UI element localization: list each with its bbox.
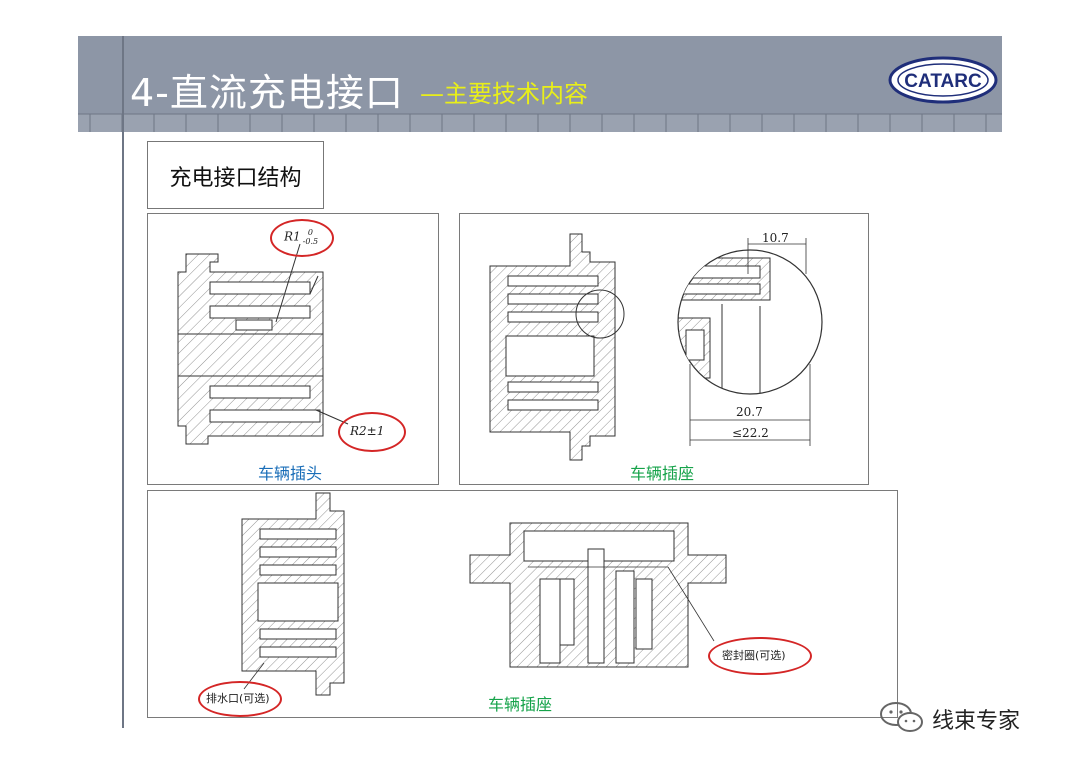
header-divider <box>122 36 124 728</box>
section-label: 充电接口结构 <box>169 166 302 191</box>
seal-highlight <box>708 637 812 675</box>
plug-caption: 车辆插头 <box>258 464 323 483</box>
slide-subtitle: —主要技术内容 <box>420 80 588 108</box>
section-label-box: 充电接口结构 <box>147 141 324 209</box>
slide-header <box>78 36 1002 132</box>
drain-label: 排水口(可选) <box>206 692 270 705</box>
dim-20-7: 20.7 <box>736 405 763 419</box>
socket-panel: 10.7 20.7 ≤22.2 车辆插座 <box>459 213 869 485</box>
header-tick-strip <box>78 113 1002 132</box>
dim-22-2: ≤22.2 <box>732 426 769 440</box>
dim-10-7: 10.7 <box>762 231 789 245</box>
socket-drawing <box>489 233 823 461</box>
watermark-text: 线束专家 <box>932 709 1021 734</box>
socket-bottom-panel: 排水口(可选) 密封圈(可选) 车辆插座 <box>147 490 898 718</box>
seal-label: 密封圈(可选) <box>722 649 786 662</box>
socket-bottom-drawing <box>241 492 727 696</box>
drain-highlight <box>198 681 282 717</box>
radius1-highlight <box>270 219 334 257</box>
plug-drawing <box>177 243 349 445</box>
wechat-watermark <box>878 700 1058 734</box>
slide-title: 4-直流充电接口 <box>130 71 404 115</box>
radius2-highlight <box>338 412 406 452</box>
radius2-annotation: R2±1 <box>350 424 385 438</box>
svg-text:CATARC: CATARC <box>904 71 982 92</box>
socket-bottom-caption: 车辆插座 <box>488 695 553 714</box>
socket-caption: 车辆插座 <box>630 464 695 483</box>
wechat-icon <box>880 702 923 732</box>
catarc-logo: CATARC <box>888 56 998 104</box>
